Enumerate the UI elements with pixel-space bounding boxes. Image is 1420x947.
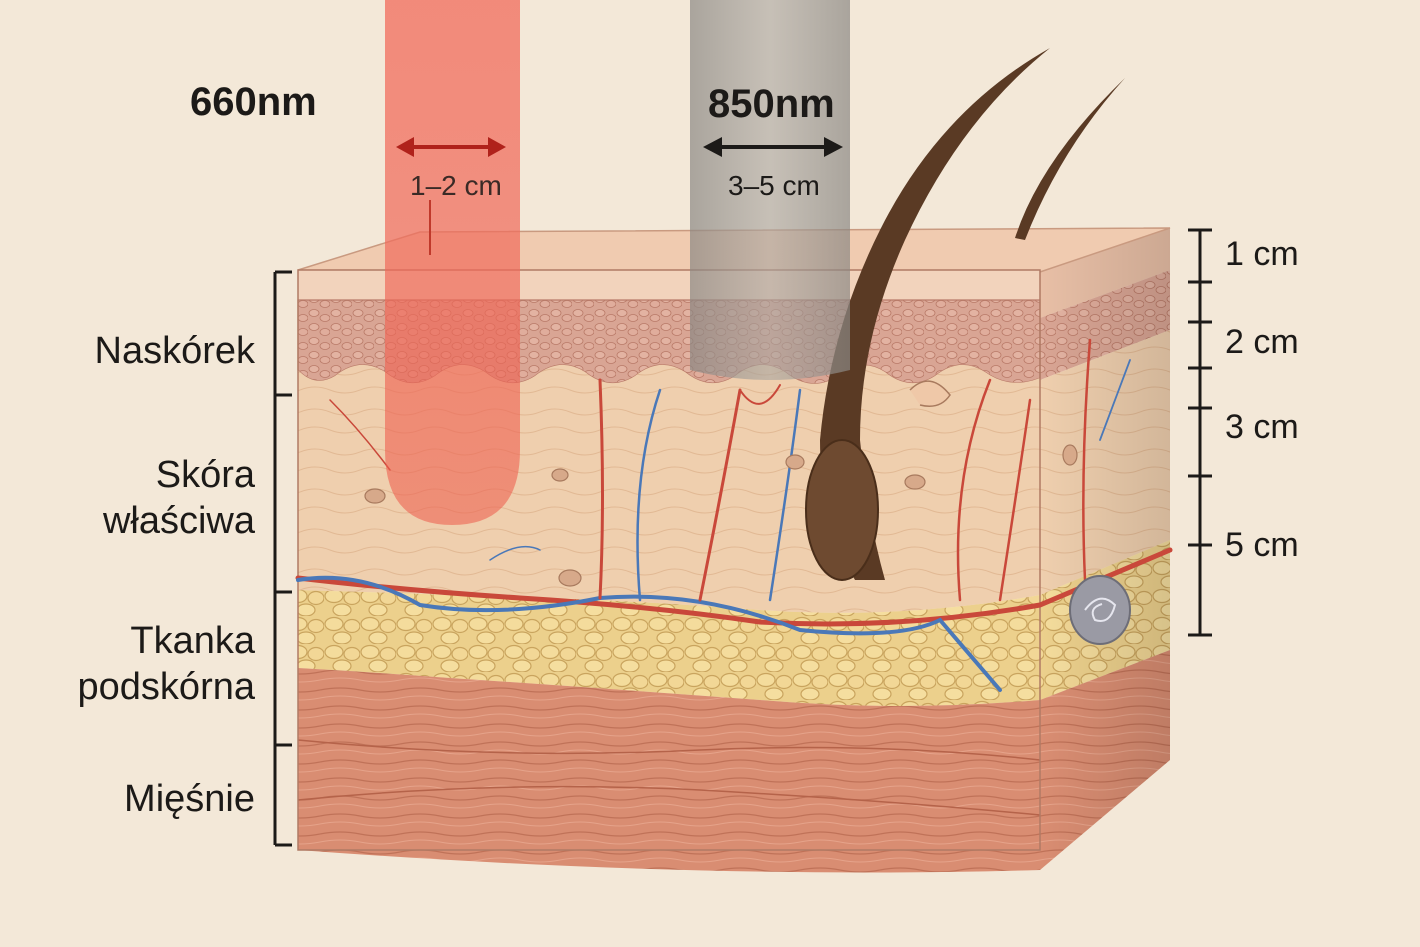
scale-label-3cm: 3 cm: [1225, 408, 1299, 446]
tissue-block-side-face: [1040, 228, 1170, 870]
label-dermis-line1: Skóra: [155, 454, 255, 496]
depth-scale-ruler: [1188, 228, 1212, 637]
depth-arrow-660: [396, 137, 506, 157]
scale-label-1cm: 1 cm: [1225, 235, 1299, 273]
layer-bracket-lines: [273, 270, 292, 847]
hair-follicle: [805, 48, 1125, 581]
scale-label-2cm: 2 cm: [1225, 323, 1299, 361]
beam-660nm: [385, 0, 520, 525]
penetration-depth-660: 1–2 cm: [410, 170, 502, 201]
label-muscle: Mięśnie: [124, 778, 255, 820]
label-dermis-line2: właściwa: [102, 500, 255, 542]
sweat-gland: [1069, 575, 1131, 645]
label-epidermis: Naskórek: [94, 330, 256, 372]
blood-vessels: [295, 338, 1173, 692]
beam-850nm: [690, 0, 850, 380]
subcutaneous-layer: [298, 590, 1040, 706]
penetration-depth-850: 3–5 cm: [728, 170, 820, 201]
depth-arrow-850: [703, 137, 843, 157]
scale-label-5cm: 5 cm: [1225, 526, 1299, 564]
muscle-layer: [298, 668, 1040, 873]
label-subcutis-line1: Tkanka: [130, 620, 255, 662]
wavelength-label-660: 660nm: [190, 80, 317, 124]
main-artery: [295, 547, 1173, 627]
dermal-structures: [364, 444, 1078, 587]
label-subcutis-line2: podskórna: [77, 666, 255, 708]
wavelength-label-850: 850nm: [708, 82, 835, 126]
